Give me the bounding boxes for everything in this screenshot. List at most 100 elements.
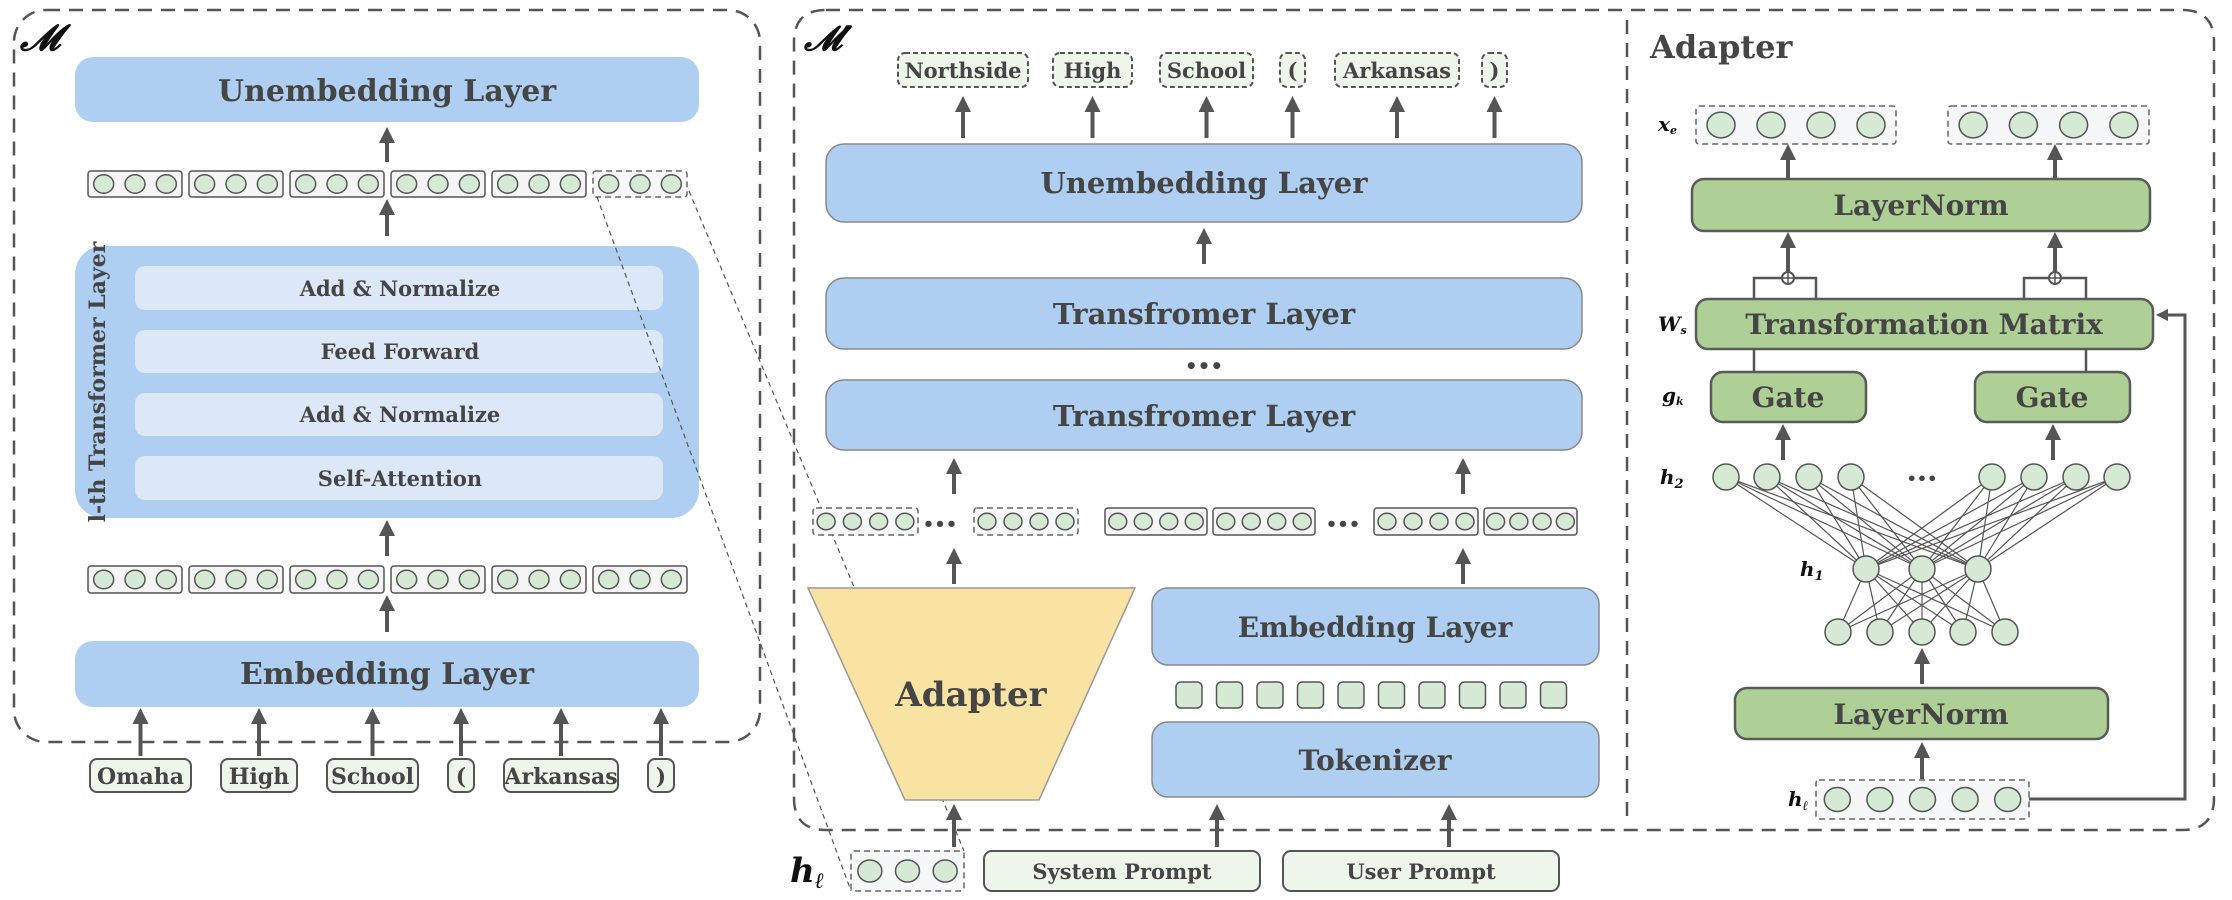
transformer-layer-bottom	[825, 379, 1583, 451]
neuron	[559, 174, 582, 194]
neuron	[2008, 111, 2039, 139]
model-m-prime-label: 𝓜′	[803, 19, 853, 59]
neuron	[92, 569, 115, 590]
neuron	[1866, 786, 1894, 813]
neuron	[1823, 786, 1852, 813]
token-label: (	[456, 764, 466, 790]
neuron	[225, 569, 247, 590]
gate-label: Gate	[1752, 381, 1825, 414]
neuron	[1055, 512, 1075, 531]
unembedding-layer-label: Unembedding Layer	[218, 74, 558, 109]
output-token-box	[897, 52, 1029, 88]
neuron	[1958, 111, 1988, 139]
connection	[1725, 476, 1867, 570]
connection	[1725, 476, 1923, 570]
h2-neuron	[1712, 463, 1740, 491]
neuron	[427, 569, 449, 590]
connection	[1977, 476, 2118, 570]
connection	[1977, 476, 2077, 570]
output-token-box	[1159, 52, 1254, 88]
connection	[1865, 476, 1993, 570]
vector-box	[1373, 507, 1479, 536]
sublayer-add-normalize-top	[135, 266, 663, 310]
output-token-label: School	[1167, 58, 1246, 83]
connection	[1837, 568, 1979, 633]
neuron	[357, 569, 380, 590]
connection	[1865, 476, 2035, 570]
sublayer-add-normalize-bottom	[135, 393, 663, 436]
tokenizer-label: Tokenizer	[1299, 744, 1453, 777]
connection	[1808, 476, 1923, 570]
embedding-layer-label: Embedding Layer	[1238, 611, 1514, 644]
xe-label: xe	[1657, 112, 1677, 137]
token-label: Arkansas	[503, 764, 617, 790]
neuron	[124, 174, 146, 194]
unembedding-layer	[75, 57, 699, 122]
neuron	[1108, 512, 1128, 531]
connection	[1725, 476, 1979, 570]
embedding-layer	[75, 641, 699, 707]
token-label: School	[331, 764, 414, 790]
connection	[1977, 476, 1993, 570]
token-label: Omaha	[97, 764, 184, 790]
vector-box	[1483, 507, 1578, 536]
layernorm-top-label: LayerNorm	[1833, 189, 2008, 222]
neuron	[977, 512, 997, 531]
h2-label: h2	[1660, 465, 1684, 492]
adapter-label: Adapter	[894, 675, 1047, 715]
vector-box	[812, 507, 919, 536]
neuron	[1029, 512, 1049, 531]
neuron	[458, 174, 481, 194]
connection	[1977, 476, 2035, 570]
xe-output-vectors	[1695, 105, 2150, 145]
neuron	[1267, 512, 1287, 531]
token-box	[647, 758, 675, 793]
token-label: )	[656, 764, 666, 790]
neuron	[1532, 512, 1552, 531]
neuron	[225, 174, 247, 194]
output-token-label: (	[1288, 58, 1298, 83]
gk-label: gk	[1662, 383, 1684, 408]
neuron	[597, 569, 620, 590]
left-panel-model-m: 𝓜 Unembedding Layer l-th Transformer Lay…	[12, 8, 965, 892]
gate-left	[1709, 370, 1868, 424]
connection	[1865, 476, 2118, 570]
adapter-trapezoid	[806, 587, 1137, 801]
gate-right	[1973, 370, 2132, 424]
output-token-box	[1279, 52, 1306, 88]
layernorm-top	[1690, 177, 2152, 233]
neuron	[155, 174, 178, 194]
h1-label: h1	[1800, 557, 1824, 584]
neuron	[458, 569, 481, 590]
token-box	[89, 758, 192, 793]
token-box	[447, 758, 475, 793]
sublayer-label: Feed Forward	[321, 339, 480, 364]
neuron	[496, 174, 519, 194]
token-id-square	[1337, 681, 1365, 709]
neuron	[2058, 111, 2089, 139]
connection	[1865, 568, 1964, 633]
connection	[1766, 476, 1979, 570]
output-token-box	[1052, 52, 1133, 88]
h2-neuron	[2020, 463, 2048, 491]
neuron	[1377, 512, 1397, 531]
neuron	[357, 174, 380, 194]
connection	[1865, 568, 2006, 633]
h2-neuron	[1795, 463, 1823, 491]
neuron	[1485, 512, 1506, 531]
gate-label: Gate	[2016, 381, 2089, 414]
neuron	[256, 569, 279, 590]
neuron	[1455, 512, 1475, 531]
neuron	[1184, 512, 1204, 531]
neuron	[1216, 512, 1236, 531]
neuron	[868, 512, 889, 531]
ellipsis: •••	[1326, 514, 1361, 535]
neuron	[629, 174, 651, 194]
connection	[1921, 476, 2035, 570]
neuron	[2109, 111, 2139, 139]
transformer-layer-label: Transfromer Layer	[1053, 297, 1356, 331]
token-id-square	[1377, 681, 1406, 709]
sublayer-feed-forward	[135, 330, 663, 373]
